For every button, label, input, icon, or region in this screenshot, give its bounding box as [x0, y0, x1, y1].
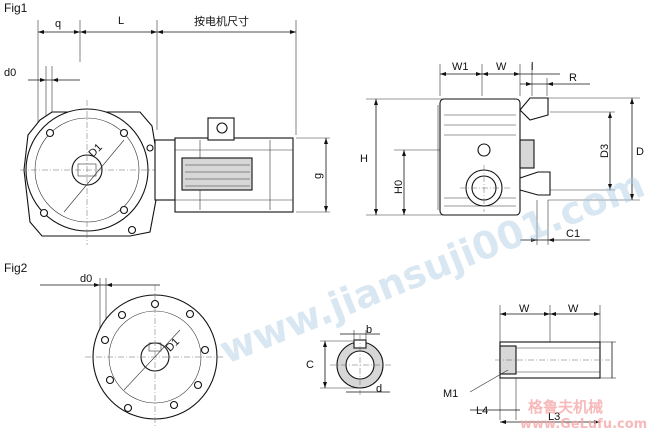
fig1-gearbox — [20, 100, 160, 245]
dim-L4: L4 — [476, 405, 488, 417]
dim-L: L — [118, 15, 124, 27]
dim-H0: H0 — [393, 180, 405, 194]
dim-C1: C1 — [566, 228, 580, 240]
fig1-motor — [154, 117, 294, 213]
fig2-label: Fig2 — [4, 261, 28, 275]
dim-M1: M1 — [443, 388, 458, 400]
dim-d0-fig1: d0 — [4, 67, 16, 79]
dim-C: C — [306, 359, 314, 371]
fig1-top-dimensions — [37, 20, 297, 135]
fig1-label: Fig1 — [4, 1, 28, 15]
fig2-hollow-shaft — [469, 305, 616, 424]
dim-d: d — [376, 383, 382, 395]
dim-L3: L3 — [548, 411, 560, 423]
fig1-C1-dim — [520, 200, 590, 245]
dim-b: b — [366, 324, 372, 336]
dim-W-right: W — [568, 303, 579, 315]
dim-W-left: W — [519, 303, 530, 315]
fig1-H-dims — [366, 98, 480, 216]
fig2-shaft-section — [320, 330, 392, 395]
dim-g: g — [312, 173, 324, 179]
dim-W1: W1 — [452, 61, 469, 73]
dim-D3: D3 — [599, 144, 611, 158]
fig1-D-dims — [548, 97, 640, 201]
dim-R: R — [569, 72, 577, 84]
fig1-g-dimension — [296, 137, 330, 213]
dim-D: D — [636, 146, 644, 158]
dim-motor-size: 按电机尺寸 — [194, 14, 249, 28]
dim-H: H — [360, 153, 368, 165]
fig1-side-view-dims — [439, 64, 590, 96]
dim-q: q — [55, 18, 61, 30]
dim-l: l — [531, 61, 533, 73]
watermark-brand-cn: 格鲁夫机械 — [528, 398, 603, 416]
dim-W-top: W — [496, 61, 507, 73]
watermark-brand-url: www.GeLufu.com — [520, 417, 647, 432]
fig2-flange — [40, 278, 225, 428]
fig1-side-body — [437, 97, 551, 216]
dim-d0-fig2: d0 — [80, 273, 92, 285]
